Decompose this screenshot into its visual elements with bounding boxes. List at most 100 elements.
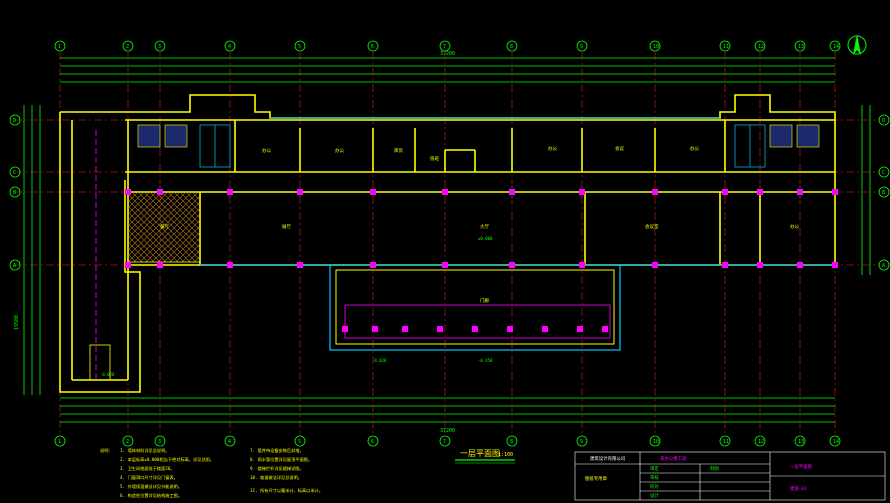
axis-bubble (154, 435, 166, 447)
column-mark (442, 189, 448, 195)
front-porch (329, 264, 621, 351)
level-markers: ±0.000 -0.020 -0.450 -0.020 (100, 236, 493, 377)
axis-bubble (506, 40, 518, 52)
column-mark (507, 326, 513, 332)
axis-bubble (829, 435, 841, 447)
column-mark (402, 326, 408, 332)
axis-label: 1 (58, 44, 61, 50)
notes-heading: 说明: (100, 447, 111, 454)
axis-bubble (878, 114, 890, 126)
axis-label: B (882, 190, 885, 196)
axis-bubble (122, 435, 134, 447)
note-line: 5. 外墙保温做法详见节能说明。 (120, 483, 182, 490)
axis-label: 1 (58, 439, 61, 445)
axis-bubble (9, 186, 21, 198)
drawing-title-text: 一层平面图 (460, 449, 500, 458)
axis-label: 3 (158, 439, 161, 445)
axis-label: C (13, 170, 16, 176)
column-mark (442, 262, 448, 268)
axis-label: 5 (298, 439, 301, 445)
room-label: 门廊 (480, 297, 489, 304)
axis-label: 12 (758, 439, 764, 445)
column-mark (722, 262, 728, 268)
note-line: 7. 管井待设备安装后封堵。 (250, 447, 304, 454)
axis-bubble (754, 435, 766, 447)
north-arrow-icon (847, 34, 867, 55)
axis-bubble (367, 435, 379, 447)
ramp-landing (89, 344, 111, 381)
axis-label: 5 (298, 44, 301, 50)
axis-bubble (794, 435, 806, 447)
axis-label: 12 (758, 44, 764, 50)
axis-bubble (154, 40, 166, 52)
axis-label: 11 (723, 439, 729, 445)
room-label: 大厅 (480, 223, 489, 230)
stair-core-right (734, 124, 766, 168)
column-mark (577, 326, 583, 332)
room-labels: 办公办公库房值班办公会议办公展厅大厅会议室办公餐厅门廊 (160, 145, 799, 304)
overall-width-dim: 37200 (440, 51, 455, 57)
toilet-block-right (769, 124, 820, 148)
column-mark (227, 189, 233, 195)
stamp-text: 图纸专用章 (585, 475, 608, 482)
axis-label: 7 (443, 44, 446, 50)
axis-bubble (719, 435, 731, 447)
axis-label: A (13, 263, 16, 269)
axis-label: 6 (371, 439, 374, 445)
level-text: ±0.000 (478, 236, 493, 241)
axis-label: 10 (653, 439, 659, 445)
column-mark (227, 262, 233, 268)
axis-label: 6 (371, 44, 374, 50)
room-label: 展厅 (282, 224, 291, 230)
axis-bubble (878, 259, 890, 271)
axis-bubble (506, 435, 518, 447)
room-label: 办公 (690, 145, 699, 152)
stair-core-left (199, 124, 231, 168)
room-label: 餐厅 (160, 223, 169, 230)
axis-bubble (649, 435, 661, 447)
toilet-block-left (137, 124, 188, 148)
sign-row: 设计 (650, 492, 659, 499)
axis-label: 2 (126, 439, 129, 445)
axis-label: 7 (443, 439, 446, 445)
column-mark (297, 262, 303, 268)
level-text: -0.450 (478, 358, 493, 363)
axis-bubble (439, 40, 451, 52)
structural-columns (125, 189, 838, 332)
axis-label: 11 (723, 44, 729, 50)
bottom-dimension-lines (60, 397, 835, 423)
left-dimension-lines (23, 105, 41, 395)
axis-label: 2 (126, 44, 129, 50)
column-mark (437, 326, 443, 332)
drawing-number: 建施-03 (790, 485, 807, 492)
note-line: 8. 雨水管位置详见屋顶平面图。 (250, 456, 312, 463)
sign-row: 审核 (650, 474, 659, 481)
column-mark (579, 189, 585, 195)
column-mark (542, 326, 548, 332)
note-line: 9. 楼梯栏杆详见楼梯详图。 (250, 465, 304, 472)
level-text: -0.020 (100, 372, 115, 377)
sign-row: 审定 (650, 465, 659, 472)
axis-label: 13 (798, 44, 804, 50)
axis-label: D (882, 118, 885, 124)
column-mark (509, 189, 515, 195)
axis-label: D (13, 118, 16, 124)
axis-label: 9 (580, 439, 583, 445)
top-dimension-lines (60, 57, 835, 83)
overall-width-dim-bottom: 37200 (440, 428, 455, 434)
drawing-scale: 1:100 (498, 452, 513, 458)
axis-label: 4 (228, 439, 231, 445)
column-mark (832, 262, 838, 268)
drawing-name: 一层平面图 (790, 464, 813, 470)
column-mark (472, 326, 478, 332)
axis-label: 4 (228, 44, 231, 50)
axis-bubble (294, 40, 306, 52)
room-label: 办公 (262, 147, 271, 154)
axis-bubble (649, 40, 661, 52)
note-line: 2. 本层标高±0.000相当于绝对标高，详见总图。 (120, 456, 214, 463)
axis-bubble (794, 40, 806, 52)
axis-bubble (576, 40, 588, 52)
note-line: 6. 构造柱位置详见结构施工图。 (120, 492, 182, 499)
axis-bubble (878, 166, 890, 178)
